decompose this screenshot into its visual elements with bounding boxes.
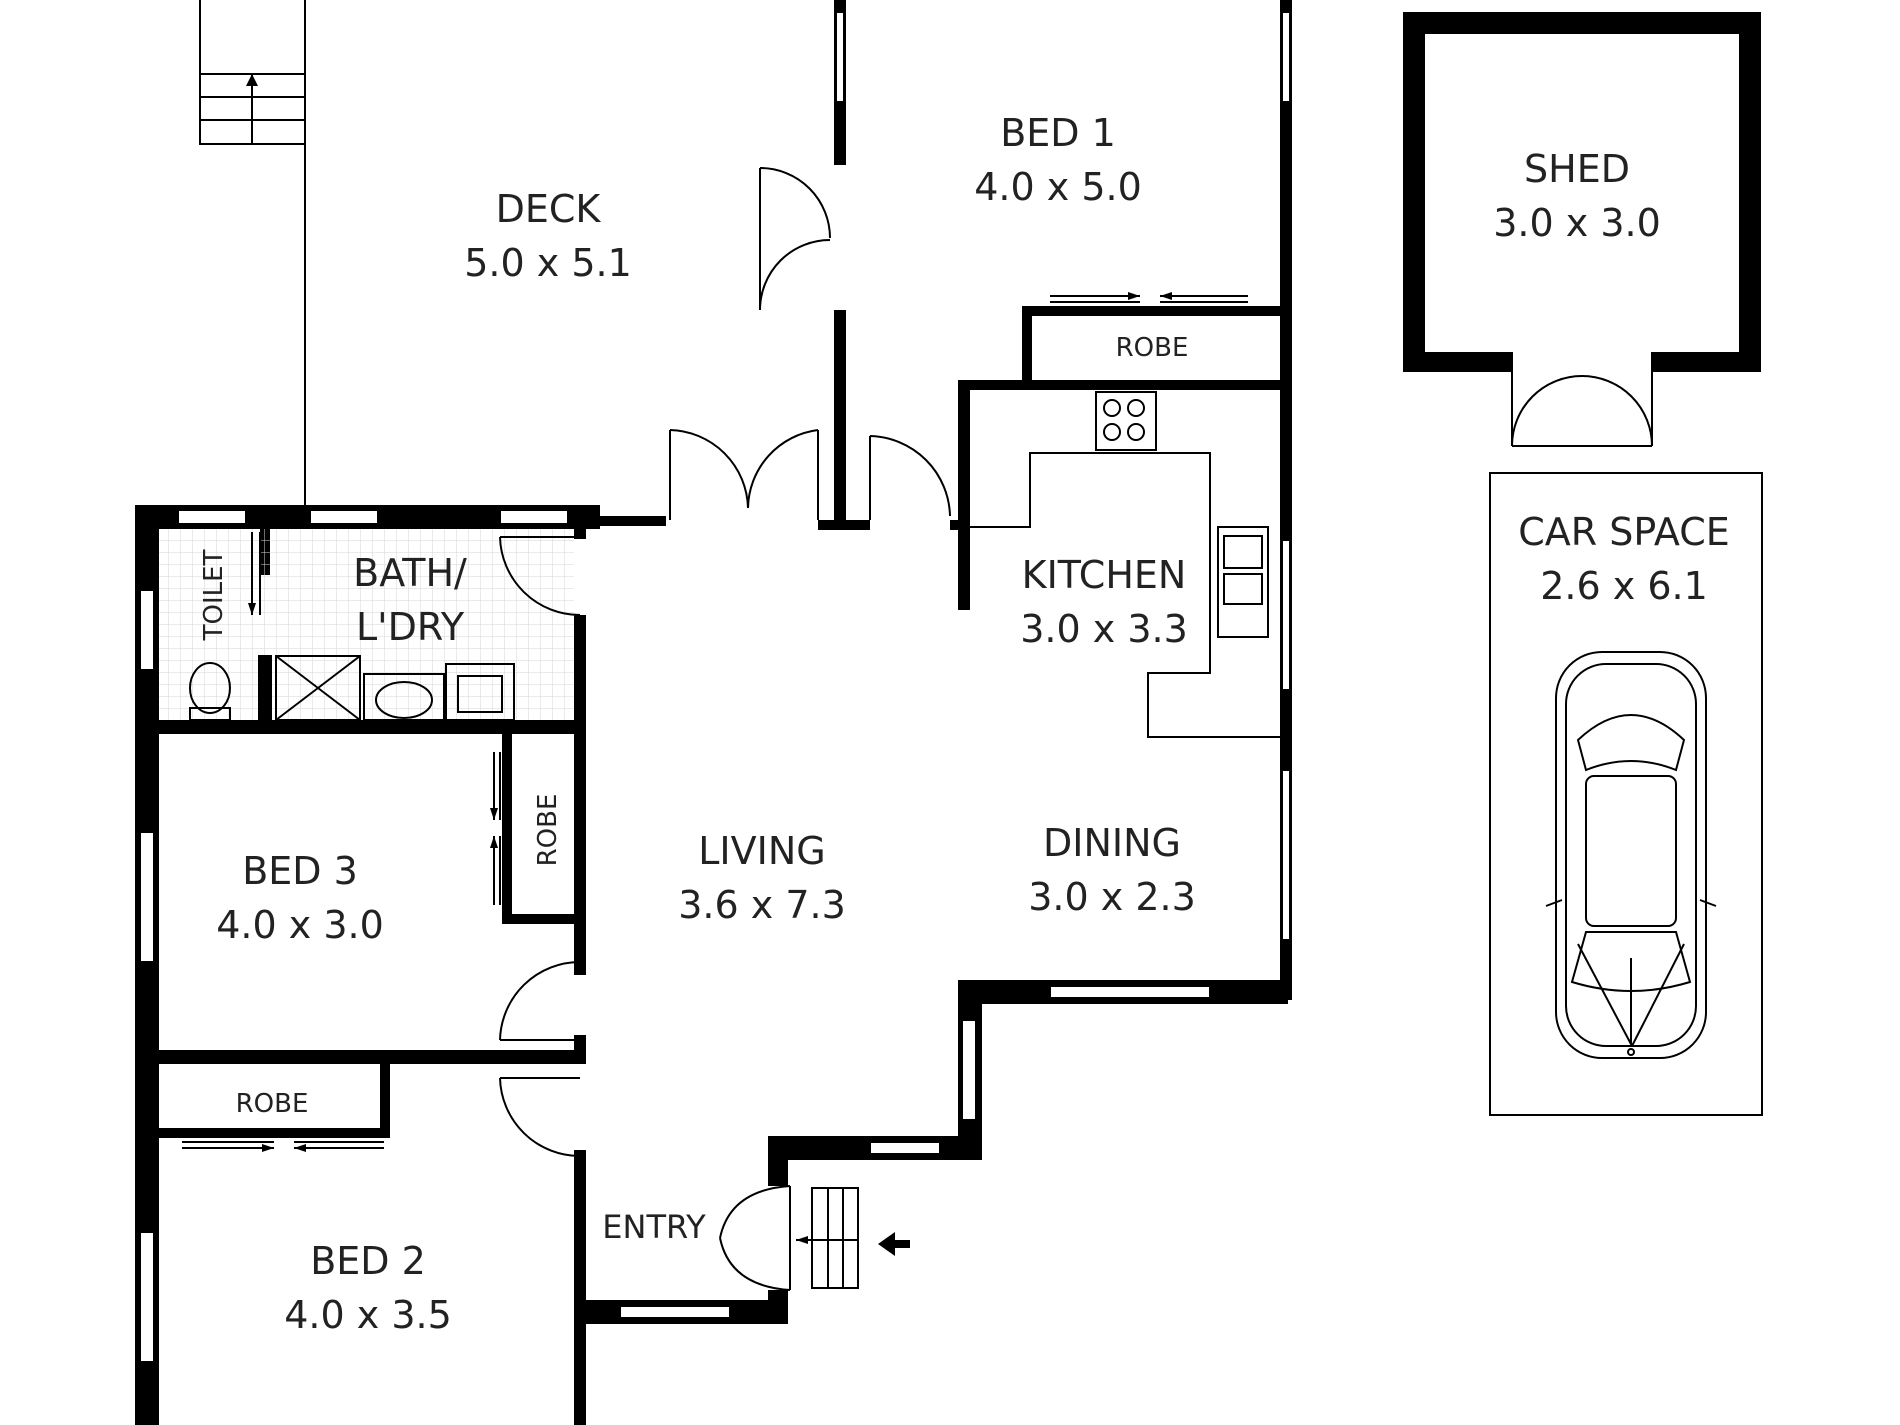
bed2-door[interactable] <box>499 1077 581 1157</box>
bed3-door[interactable] <box>499 961 581 1041</box>
kitchen-bench <box>970 391 1282 738</box>
bath-door[interactable] <box>499 536 581 616</box>
shed <box>1403 12 1761 447</box>
bed1-deck-door[interactable] <box>759 167 831 311</box>
bed3-label: BED 3 <box>242 849 358 893</box>
bed1-robe-label: ROBE <box>1116 333 1189 363</box>
laundry-tub-fixture <box>445 663 515 721</box>
toilet-label: TOILET <box>199 549 229 641</box>
bath-label: BATH/ <box>353 551 467 595</box>
car-icon <box>1545 651 1717 1059</box>
deck-label: DECK <box>496 187 602 231</box>
entrance-arrow-icon <box>878 1232 910 1256</box>
bed3-robe-doors[interactable] <box>490 752 501 905</box>
bed3-size: 4.0 x 3.0 <box>216 903 384 947</box>
shed-door[interactable] <box>1511 372 1653 447</box>
shed-label: SHED <box>1524 147 1630 191</box>
dining-label: DINING <box>1043 821 1181 865</box>
entry-label: ENTRY <box>602 1208 706 1246</box>
shower-fixture <box>275 655 361 721</box>
living-label: LIVING <box>698 829 825 873</box>
car-space <box>1489 472 1763 1116</box>
carspace-size: 2.6 x 6.1 <box>1540 564 1708 608</box>
toilet-fixture <box>189 662 231 721</box>
entry-steps <box>796 1187 910 1289</box>
kitchen-size: 3.0 x 3.3 <box>1020 607 1188 651</box>
deck-size: 5.0 x 5.1 <box>464 241 632 285</box>
living-size: 3.6 x 7.3 <box>678 883 846 927</box>
bed2-size: 4.0 x 3.5 <box>284 1293 452 1337</box>
bed1-robe-doors[interactable] <box>1050 292 1248 303</box>
bed1-size: 4.0 x 5.0 <box>974 165 1142 209</box>
deck-stairs <box>199 73 306 145</box>
bath-label-line2: L'DRY <box>356 605 465 649</box>
bed2-label: BED 2 <box>310 1239 426 1283</box>
entry-door[interactable] <box>719 1185 791 1291</box>
shed-size: 3.0 x 3.0 <box>1493 201 1661 245</box>
stairs-arrow-icon <box>246 74 258 86</box>
kitchen-label: KITCHEN <box>1022 553 1187 597</box>
house-walls <box>135 380 1288 1425</box>
dining-size: 3.0 x 2.3 <box>1028 875 1196 919</box>
bed1-label: BED 1 <box>1000 111 1116 155</box>
bed2-robe-label: ROBE <box>236 1089 309 1119</box>
toilet-door[interactable] <box>248 532 261 615</box>
basin-fixture <box>363 673 445 721</box>
bed3-robe-label: ROBE <box>533 794 563 867</box>
carspace-label: CAR SPACE <box>1518 510 1730 554</box>
deck <box>199 0 306 505</box>
bed2-robe-doors[interactable] <box>182 1141 384 1152</box>
living-deck-doors[interactable] <box>669 429 951 520</box>
